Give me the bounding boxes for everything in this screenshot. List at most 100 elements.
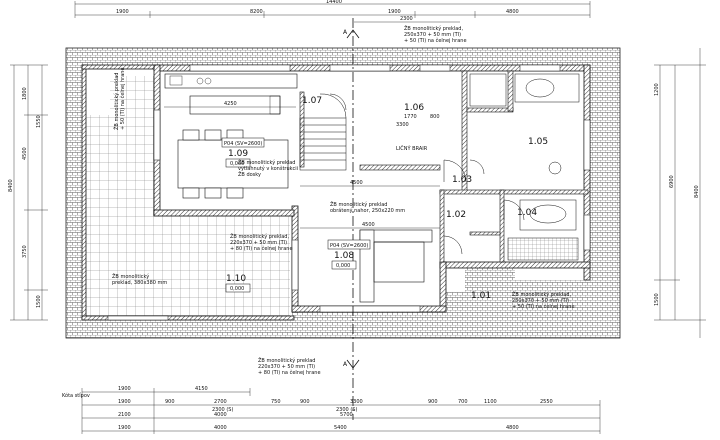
area-109-box [225, 158, 251, 168]
dim-left-1: 1800 [22, 87, 28, 100]
dim-top-1: 1900 [116, 9, 129, 15]
note-mid2-2: obrátený nahor, 250x220 mm [330, 207, 405, 214]
dim-b3-1: 2100 [118, 412, 131, 418]
inner-dimensions: 4250 4500 4500 3300 1770 800 [164, 101, 440, 229]
dim-b2-9: 1100 [484, 399, 497, 405]
inner-dim-5: 1770 [404, 114, 417, 120]
note-top-2: 250x370 + 50 mm (TI) [404, 32, 461, 38]
room-1-09: 1.09 [228, 149, 248, 159]
dim-b3-3: 5700 [340, 412, 353, 418]
dim-top-3: 1900 [388, 9, 401, 15]
note-low-1: ŽB monolitický preklad, [230, 232, 289, 240]
note-left-1: ŽB monolitický preklad [112, 73, 120, 130]
area-110-box [225, 283, 251, 293]
inner-dim-2: 4500 [350, 180, 363, 186]
dim-b4-3: 5400 [334, 425, 347, 431]
note-top-1: ŽB monolitický preklad, [404, 24, 463, 32]
dim-top-total: 14400 [326, 0, 342, 5]
room-1-05: 1.05 [528, 137, 548, 147]
room-1-01: 1.01 [471, 291, 491, 301]
terrace-110 [84, 210, 290, 318]
dim-b2-1: 1900 [118, 399, 131, 405]
note-right-2: 250x370 + 50 mm (TI) [512, 298, 569, 304]
room-1-07: 1.07 [302, 96, 322, 106]
note-bottom-2: 220x370 + 50 mm (TI) [258, 364, 315, 370]
inner-walls [299, 70, 589, 263]
room-1-08: 1.08 [334, 251, 354, 261]
dim-right-2: 6900 [669, 175, 675, 188]
inner-dim-6: 800 [430, 114, 440, 120]
note-low-2: 220x370 + 50 mm (TI) [230, 240, 287, 246]
dim-left-3: 3750 [22, 245, 28, 258]
area-108: 0,000 [336, 263, 350, 269]
top-dimensions [74, 1, 591, 23]
dim-b2-10: 2550 [540, 399, 553, 405]
windows [107, 64, 591, 321]
dim-b4-4: 4800 [506, 425, 519, 431]
note-top-3: + 50 (TI) na čelnej hrane [404, 37, 467, 44]
room-1-03: 1.03 [452, 175, 472, 185]
dim-right-4: 1500 [654, 293, 660, 306]
room-1-04: 1.04 [517, 208, 537, 218]
tag-108-box [327, 239, 371, 250]
note-right-3: + 50 (TI) na čelnej hrane [512, 303, 575, 310]
staircase [299, 93, 347, 171]
section-label-top: A [343, 29, 348, 36]
tag-109-box [221, 137, 265, 148]
note-110-1: ŽB monolitický [112, 272, 149, 280]
dim-b2-8: 700 [458, 399, 468, 405]
dim-right-1: 1200 [654, 83, 660, 96]
dim-left-4: 1550 [36, 115, 42, 128]
terrace-left [84, 76, 154, 210]
note-low-3: + 80 (TI) na čelnej hrane [230, 245, 293, 252]
dim-left-5: 1500 [36, 295, 42, 308]
bottom-dimensions [81, 388, 601, 434]
room-1-10: 1.10 [226, 274, 246, 284]
note-bottom-1: ŽB monolitický preklad [258, 356, 315, 364]
dim-b2-3: 2700 [214, 399, 227, 405]
room-1-06: 1.06 [404, 103, 424, 113]
inner-dim-1: 4250 [224, 101, 237, 107]
left-dimensions [10, 64, 48, 321]
note-stairs: LIČNÝ BRAIR [396, 145, 428, 152]
dim-b2b-1: 2300 (S) [212, 407, 233, 413]
note-left-2: + 50 (TI) na čelnej hrane [119, 67, 126, 130]
doors [443, 159, 525, 255]
note-right-1: ŽB monolitický preklad, [512, 290, 571, 298]
dim-left-total: 8400 [8, 179, 14, 192]
note-mid-2: vytiahnutý v konštrukcii [238, 165, 298, 172]
note-mid-3: ŽB dosky [238, 170, 261, 178]
dim-b2b-2: 2300 (S) [336, 407, 357, 413]
bathroom-fixtures [469, 73, 580, 261]
dim-b2-5: 900 [300, 399, 310, 405]
right-dimensions [654, 48, 706, 338]
area-109: 0,000 [230, 161, 244, 167]
dim-b1-1: 1900 [118, 386, 131, 392]
note-mid-1: ŽB monolitický preklad [238, 158, 295, 166]
note-110-2: preklad, 380x380 mm [112, 280, 167, 286]
note-mid2-1: ŽB monolitický preklad [330, 200, 387, 208]
dim-b3-2: 4000 [214, 412, 227, 418]
inner-dim-4: 3300 [396, 122, 409, 128]
dim-top-2: 8200 [250, 9, 263, 15]
area-110: 0,000 [230, 286, 244, 292]
inner-dim-3: 4500 [362, 222, 375, 228]
dim-left-2: 4500 [22, 147, 28, 160]
room-labels: 1.05 1.06 1.07 1.03 1.02 1.04 1.01 P04 (… [221, 96, 548, 301]
dim-b2-2: 900 [165, 399, 175, 405]
dim-b2-7: 900 [428, 399, 438, 405]
dim-top-inner: 2300 [400, 16, 413, 22]
dim-top-4: 4800 [506, 9, 519, 15]
dim-b4-2: 4000 [214, 425, 227, 431]
kitchen-counter [164, 73, 298, 115]
annotations: ŽB monolitický preklad, 250x370 + 50 mm … [62, 24, 575, 399]
dim-b2-4: 750 [271, 399, 281, 405]
dim-b4-1: 1900 [118, 425, 131, 431]
dim-b2-6: 3300 [350, 399, 363, 405]
room-1-02: 1.02 [446, 210, 466, 220]
tag-108: P04 (SV=2600) [330, 243, 368, 249]
dim-b1-2: 4150 [195, 386, 208, 392]
area-108-box [331, 260, 357, 270]
dim-right-3: 8400 [694, 185, 700, 198]
